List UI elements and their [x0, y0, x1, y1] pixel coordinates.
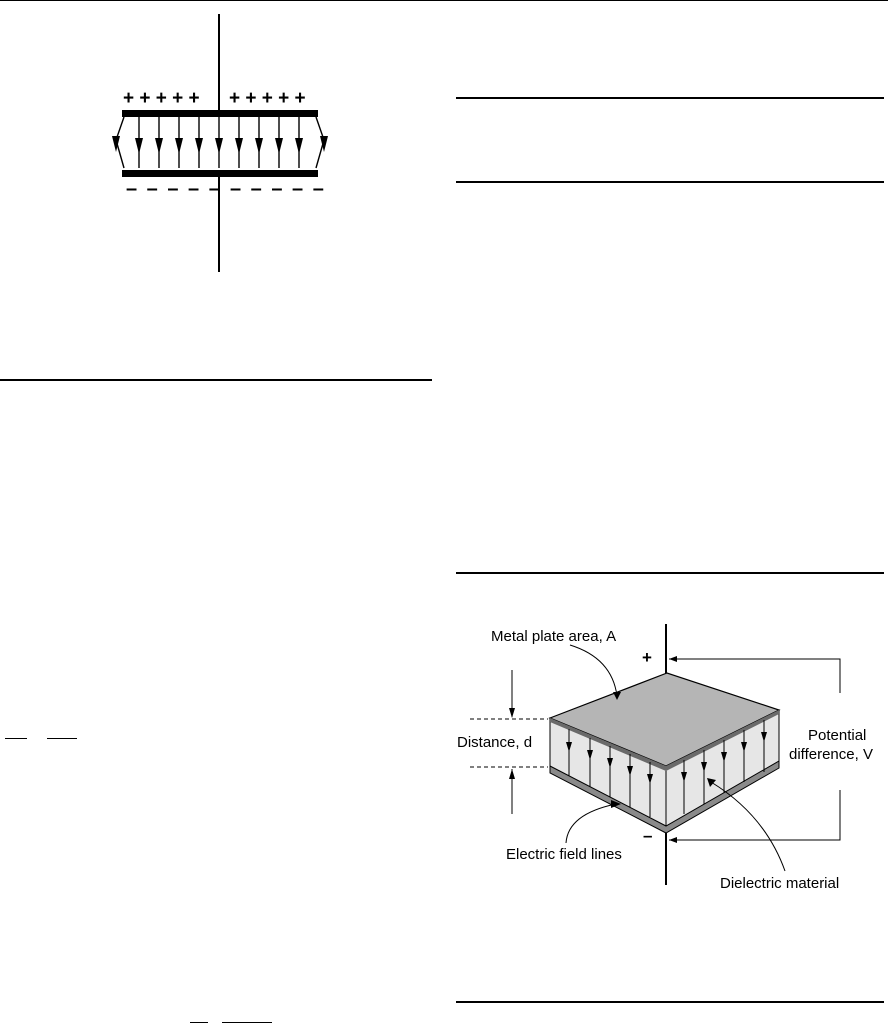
capacitor-diagram	[112, 14, 328, 272]
fraction-bar-1	[5, 738, 27, 739]
fraction-bar-4	[222, 1022, 272, 1023]
parallel-field-lines	[566, 720, 767, 817]
label-potential-2: difference, V	[789, 746, 873, 763]
rule-left-1	[0, 379, 432, 381]
page-top-rule	[0, 0, 888, 1]
potential-bracket-bottom	[669, 790, 841, 841]
label-plate-area: Metal plate area, A	[491, 628, 617, 645]
positive-charges-left: + + + + +	[123, 88, 200, 109]
label-plus: +	[642, 648, 652, 667]
rule-right-4	[456, 1001, 884, 1003]
label-field-lines: Electric field lines	[506, 846, 622, 863]
label-minus: –	[643, 826, 653, 845]
negative-charges-left: – – – – –	[126, 178, 222, 200]
fraction-bar-2	[47, 738, 77, 739]
leader-dielectric	[710, 781, 786, 872]
bottom-plate-edge	[549, 760, 780, 834]
field-lines	[112, 116, 328, 169]
rule-right-3	[456, 572, 884, 574]
label-dielectric: Dielectric material	[720, 875, 840, 892]
negative-charges-right: – – – – –	[230, 178, 326, 200]
potential-bracket-top	[669, 658, 841, 693]
positive-plate	[122, 110, 318, 117]
fraction-bar-3	[190, 1022, 208, 1023]
parallel-plate-diagram	[470, 624, 841, 885]
negative-plate	[122, 170, 318, 177]
rule-right-1	[456, 97, 884, 99]
top-plate-edge	[550, 710, 779, 771]
rule-right-2	[456, 181, 884, 183]
leader-plate-area	[569, 644, 618, 697]
leader-field-lines	[565, 803, 617, 844]
positive-charges-right: + + + + +	[229, 88, 306, 109]
label-potential-1: Potential	[808, 727, 867, 744]
label-distance: Distance, d	[457, 734, 533, 751]
